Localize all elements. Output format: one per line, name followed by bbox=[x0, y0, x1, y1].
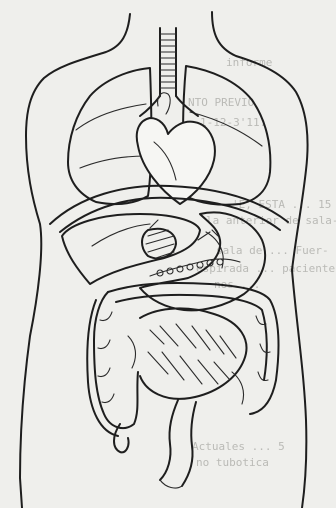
pancreas bbox=[150, 259, 240, 276]
rectum bbox=[160, 400, 196, 488]
gallbladder bbox=[142, 229, 176, 259]
annotation-marks bbox=[150, 220, 218, 240]
small-intestine bbox=[128, 308, 246, 404]
trachea bbox=[140, 28, 198, 116]
liver bbox=[62, 214, 200, 284]
